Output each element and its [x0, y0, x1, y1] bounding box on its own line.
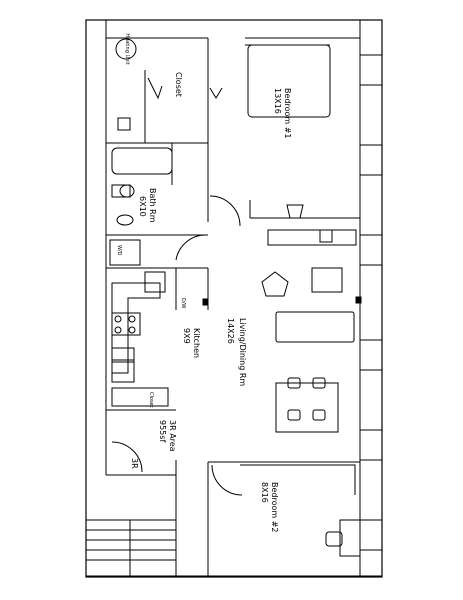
living-name: Living/Dining Rm [238, 318, 247, 386]
dining-table-icon [275, 382, 339, 433]
small-closet-label: Closet [148, 392, 154, 408]
dw-label: D/W [180, 298, 186, 309]
bath-size: 6X10 [138, 196, 147, 217]
door-swing-icon [209, 87, 223, 99]
kitchen-name: Kitchen [192, 328, 201, 358]
stairs-icon [85, 519, 177, 577]
desk-chair-icon [286, 204, 304, 219]
bath-name: Bath Rm [148, 188, 157, 223]
armchair-icon [261, 271, 289, 297]
unit-label: 3R [130, 458, 139, 469]
toilet-icon [119, 184, 135, 198]
bedroom2-size: 8X16 [260, 482, 269, 503]
area-name: 3R Area [168, 420, 177, 452]
closet-door-icon [147, 77, 163, 100]
heating-unit-icon [115, 38, 137, 60]
living-size: 14X26 [226, 318, 235, 344]
desk-icon [339, 519, 361, 557]
bedroom1-name: Bedroom #1 [283, 88, 292, 139]
sink-icon [116, 214, 134, 226]
bedroom1-size: 13X16 [273, 88, 282, 114]
bathtub-icon [111, 147, 173, 175]
area-size: 955sf [158, 420, 167, 442]
chair-icon [325, 531, 343, 547]
bedroom2-name: Bedroom #2 [270, 482, 279, 533]
bed-icon [247, 44, 331, 118]
outer-wall [85, 19, 383, 578]
closet-label: Closet [174, 72, 183, 97]
kitchen-size: 9X9 [182, 328, 191, 344]
sofa-icon [275, 311, 355, 343]
heating-unit-label: Heating Unit [124, 33, 130, 64]
wd-label: W/D [116, 245, 122, 256]
